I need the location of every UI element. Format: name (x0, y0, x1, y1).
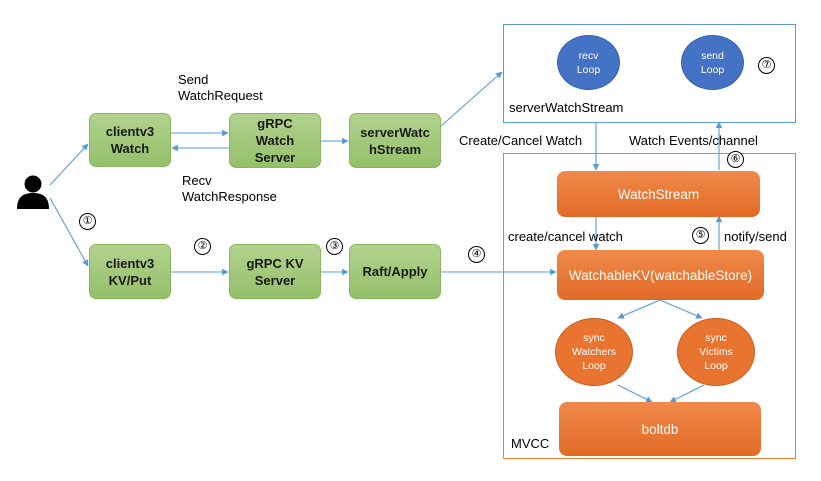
send-loop-node: send Loop (681, 35, 744, 90)
step-6-marker: ⑥ (727, 151, 744, 168)
mvcc-label: MVCC (511, 436, 550, 451)
recv-loop-node: recv Loop (557, 35, 620, 90)
create-cancel-watch-label: Create/Cancel Watch (459, 133, 583, 148)
user-icon (16, 174, 50, 210)
arrow-sync-victims-to-boltdb (669, 384, 705, 403)
step-4-marker: ④ (468, 246, 485, 263)
clientv3-kv-put-box: clientv3 KV/Put (89, 244, 171, 299)
watch-events-channel-label: Watch Events/channel (629, 133, 758, 148)
arrow-serverwatchstream-to-group (440, 71, 503, 127)
step-5-marker: ⑤ (692, 227, 709, 244)
step-3-marker: ③ (326, 238, 343, 255)
server-watch-stream-box: serverWatc hStream (349, 113, 441, 168)
arrow-user-to-watch (49, 143, 89, 186)
grpc-watch-server-box: gRPC Watch Server (229, 113, 321, 168)
step-7-marker: ⑦ (758, 57, 775, 74)
arrow-watchablekv-to-sync-watchers (617, 299, 661, 319)
raft-apply-box: Raft/Apply (349, 244, 441, 299)
arrow-watchablekv-to-sync-victims (659, 299, 703, 319)
boltdb-box: boltdb (559, 402, 761, 456)
sync-victims-loop-node: sync Victims Loop (677, 318, 755, 386)
watch-stream-box: WatchStream (557, 171, 760, 217)
create-cancel-watch-lower-label: create/cancel watch (508, 229, 623, 244)
arrow-sync-watchers-to-boltdb (617, 384, 653, 403)
clientv3-watch-box: clientv3 Watch (89, 113, 171, 167)
arrow-user-to-put (49, 197, 89, 267)
mvcc-group (503, 153, 796, 459)
step-1-marker: ① (79, 213, 96, 230)
step-2-marker: ② (194, 238, 211, 255)
recv-watch-response-label: Recv WatchResponse (182, 173, 277, 204)
sync-watchers-loop-node: sync Watchers Loop (555, 318, 633, 386)
watchable-kv-box: WatchableKV(watchableStore) (557, 250, 764, 300)
grpc-kv-server-box: gRPC KV Server (229, 244, 321, 299)
send-watch-request-label: Send WatchRequest (178, 72, 263, 103)
server-watch-stream-group-label: serverWatchStream (509, 100, 624, 115)
server-watch-stream-group (503, 24, 796, 123)
notify-send-label: notify/send (724, 229, 787, 244)
